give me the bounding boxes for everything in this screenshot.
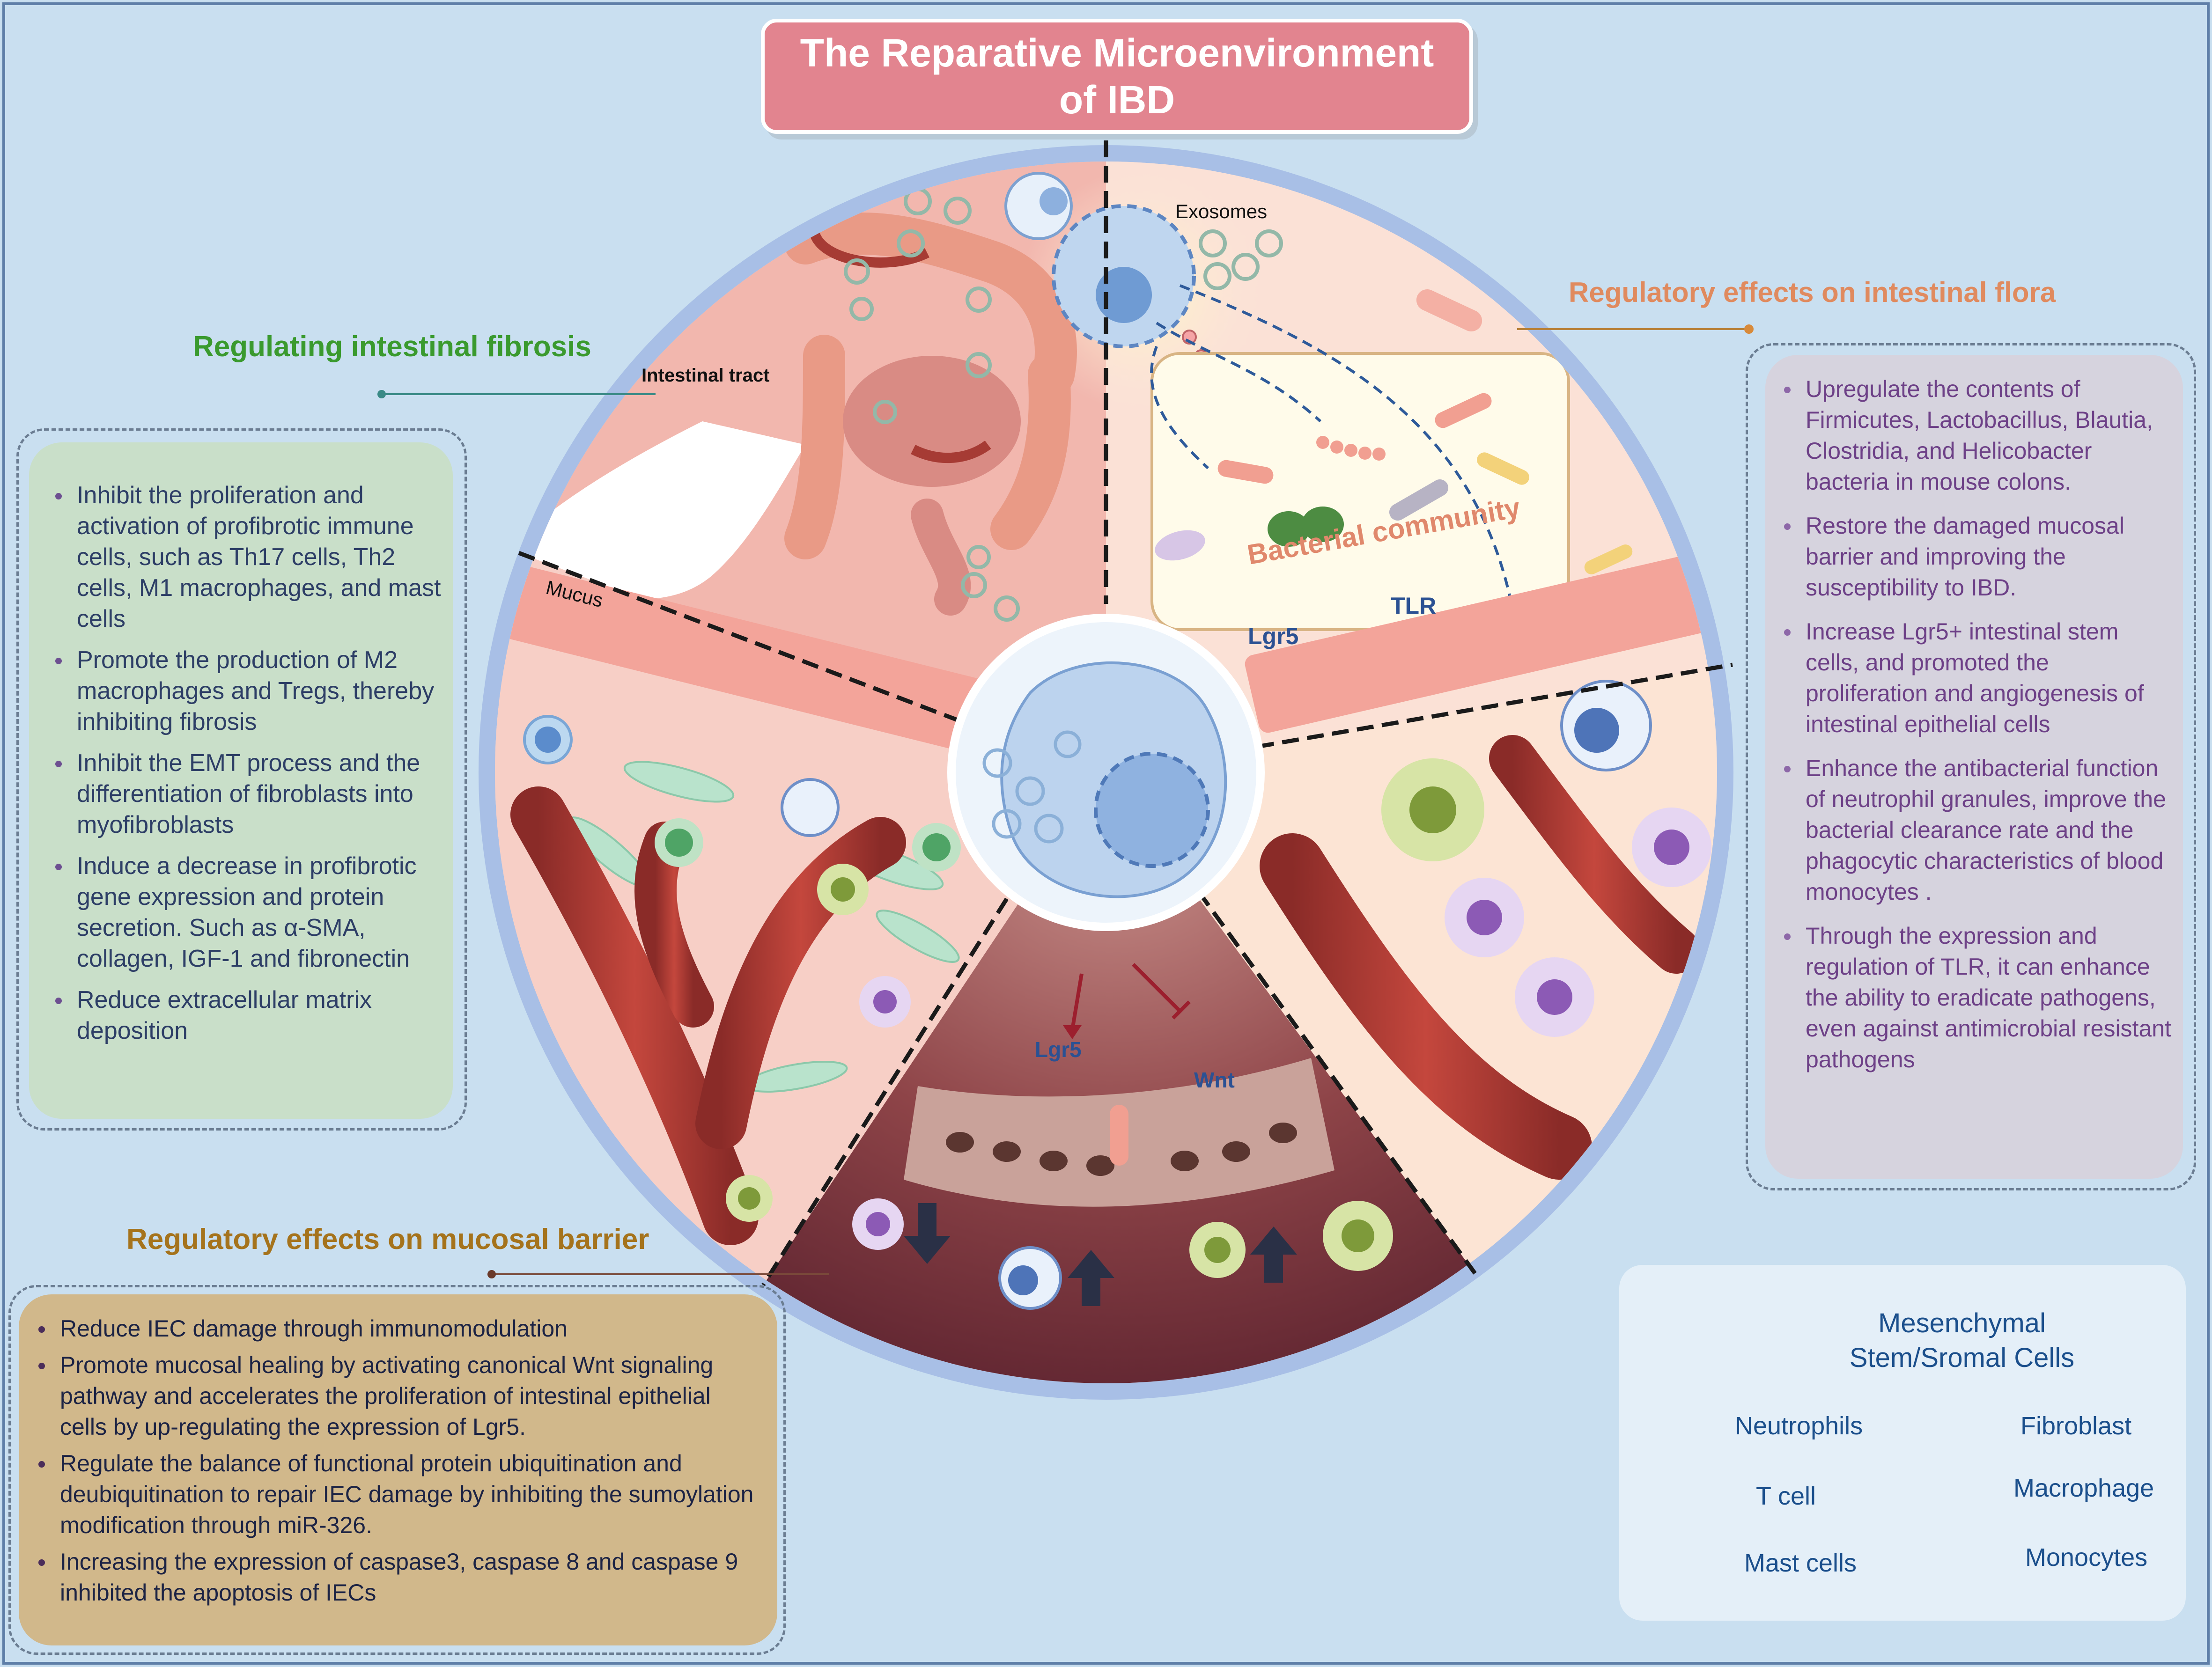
list-item: Regulate the balance of functional prote… [33, 1448, 759, 1541]
label-lgr5-top: Lgr5 [1248, 623, 1299, 649]
title-line-2: of IBD [1059, 78, 1175, 122]
sector-mucosal-barrier [763, 772, 1475, 1383]
legend-title-line-2: Stem/Sromal Cells [1849, 1343, 2075, 1373]
title-line-1: The Reparative Microenvironment [800, 31, 1434, 75]
bacteria-set [1155, 289, 1633, 574]
bacterial-community-box [1150, 352, 1570, 631]
flora-panel: Upregulate the contents of Firmicutes, L… [1765, 355, 2183, 1179]
leader-lines [377, 324, 1754, 1278]
heading-flora: Regulatory effects on intestinal flora [1569, 277, 2056, 308]
legend-monocytes: Monocytes [2025, 1543, 2148, 1572]
fibrosis-panel: Inhibit the proliferation and activation… [29, 442, 453, 1119]
legend-mast-cells: Mast cells [1744, 1549, 1857, 1577]
legend-msc-label: Mesenchymal Stem/Sromal Cells [1812, 1306, 2112, 1375]
list-item: Inhibit the proliferation and activation… [50, 480, 443, 634]
exosome-rings [844, 187, 1283, 622]
mucus-layer [506, 421, 805, 609]
list-item: Upregulate the contents of Firmicutes, L… [1778, 374, 2174, 497]
legend [1619, 1265, 2186, 1621]
list-item: Induce a decrease in profibrotic gene ex… [50, 851, 443, 974]
page-title: The Reparative Microenvironment of IBD [761, 19, 1473, 134]
list-item: Reduce extracellular matrix deposition [50, 984, 443, 1046]
mucosal-panel: Reduce IEC damage through immunomodulati… [19, 1294, 777, 1645]
list-item: Inhibit the EMT process and the differen… [50, 748, 443, 840]
flora-list: Upregulate the contents of Firmicutes, L… [1778, 374, 2174, 1075]
heading-fibrosis: Regulating intestinal fibrosis [193, 330, 591, 363]
legend-t-cell: T cell [1756, 1482, 1816, 1510]
list-item: Increasing the expression of caspase3, c… [33, 1546, 759, 1608]
epithelium-right [1245, 545, 1717, 733]
blood-vessel-left [510, 786, 759, 1245]
list-item: Increase Lgr5+ intestinal stem cells, an… [1778, 616, 2174, 740]
list-item: Enhance the antibacterial function of ne… [1778, 753, 2174, 907]
sector-dividers [516, 140, 1733, 1286]
list-item: Promote mucosal healing by activating ca… [33, 1350, 759, 1442]
list-item: Reduce IEC damage through immunomodulati… [33, 1313, 759, 1344]
legend-title-line-1: Mesenchymal [1878, 1308, 2046, 1338]
fibrosis-panel-frame [16, 428, 467, 1131]
blood-vessel-right [1260, 833, 1592, 1180]
list-item: Promote the production of M2 macrophages… [50, 645, 443, 737]
mucosal-panel-frame [8, 1285, 786, 1655]
mucosal-list: Reduce IEC damage through immunomodulati… [33, 1313, 759, 1608]
label-tlr: TLR [1391, 593, 1437, 619]
legend-fibroblast: Fibroblast [2020, 1412, 2132, 1440]
epithelium-left [496, 564, 1002, 756]
flora-panel-frame [1746, 343, 2196, 1190]
list-item: Restore the damaged mucosal barrier and … [1778, 510, 2174, 603]
regulation-arrows [904, 963, 1297, 1306]
heading-mucosal: Regulatory effects on mucosal barrier [126, 1223, 649, 1256]
fibrosis-list: Inhibit the proliferation and activation… [50, 480, 443, 1046]
exosome-arrows [1150, 284, 1514, 609]
label-lgr5-bottom: Lgr5 [1035, 1037, 1082, 1062]
label-intestinal-tract: Intestinal tract [641, 365, 770, 386]
legend-macrophage: Macrophage [2013, 1474, 2154, 1502]
intestine-illustration [784, 213, 1077, 616]
label-wnt: Wnt [1194, 1068, 1235, 1092]
legend-neutrophils: Neutrophils [1735, 1412, 1863, 1440]
list-item: Through the expression and regulation of… [1778, 920, 2174, 1075]
label-exosomes: Exosomes [1175, 200, 1268, 222]
